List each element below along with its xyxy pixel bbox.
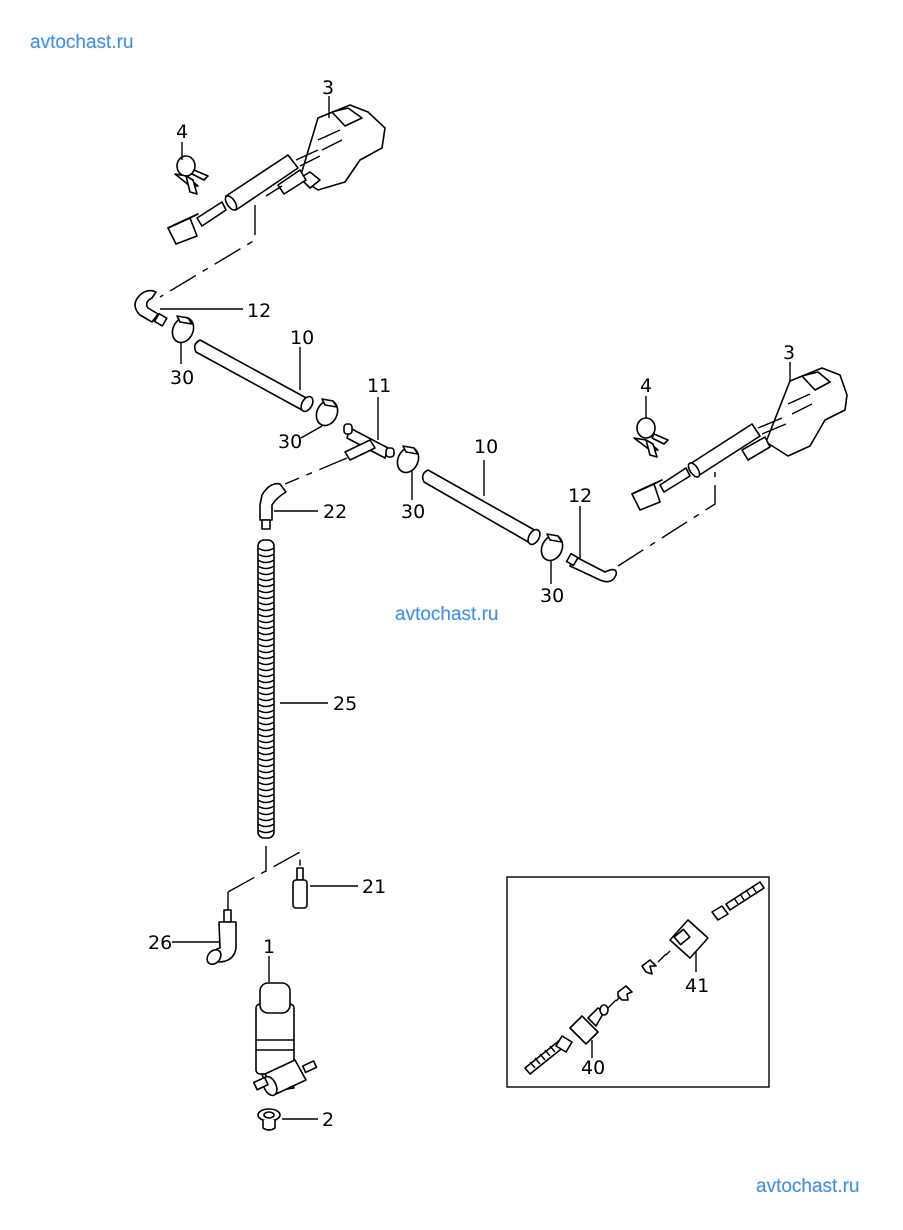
callout-21: 21: [362, 876, 386, 898]
connection-line-3: [617, 472, 716, 567]
hose-rib: [257, 577, 275, 582]
hose-rib: [257, 595, 275, 600]
hose-rib: [257, 547, 275, 552]
callout-30-2: 30: [278, 431, 302, 453]
hose-rib: [257, 805, 275, 810]
nozzle-left[interactable]: [167, 104, 386, 245]
connection-line: [159, 205, 256, 298]
hose-left[interactable]: [193, 339, 316, 413]
elbow-right[interactable]: [565, 552, 618, 583]
clamp-4[interactable]: [537, 532, 566, 564]
hose-rib: [257, 829, 275, 834]
clip-right[interactable]: [633, 417, 669, 458]
nozzle-right[interactable]: [631, 367, 848, 511]
hose-rib: [257, 709, 275, 714]
watermark-top-left: avtochast.ru: [30, 32, 134, 53]
callout-30-3: 30: [401, 501, 425, 523]
hose-rib: [257, 745, 275, 750]
callout-30-1: 30: [170, 367, 194, 389]
hose-rib: [257, 739, 275, 744]
callout-1: 1: [263, 936, 275, 958]
hose-rib: [257, 775, 275, 780]
corrugated-hose[interactable]: [257, 539, 275, 839]
hose-rib: [257, 703, 275, 708]
hose-rib: [257, 823, 275, 828]
callout-41: 41: [685, 975, 709, 997]
callout-12-right: 12: [568, 485, 592, 507]
hose-rib: [257, 799, 275, 804]
elbow-26[interactable]: [204, 909, 237, 967]
callout-25: 25: [333, 693, 357, 715]
callout-4-right: 4: [640, 375, 652, 397]
hose-rib: [257, 793, 275, 798]
callout-12-left: 12: [247, 300, 271, 322]
watermark-center: avtochast.ru: [395, 604, 499, 625]
hose-rib: [257, 697, 275, 702]
hose-rib: [257, 721, 275, 726]
callout-11: 11: [367, 375, 391, 397]
hose-rib: [257, 763, 275, 768]
hose-rib: [257, 559, 275, 564]
callout-30-4: 30: [540, 585, 564, 607]
hose-rib: [257, 691, 275, 696]
hose-rib: [257, 769, 275, 774]
hose-rib: [257, 673, 275, 678]
hose-rib: [257, 619, 275, 624]
hose-rib: [257, 757, 275, 762]
callout-40: 40: [581, 1057, 605, 1079]
clamp-3[interactable]: [393, 444, 422, 476]
tee-connector[interactable]: [343, 423, 395, 461]
hose-rib: [257, 631, 275, 636]
elbow-22[interactable]: [259, 482, 287, 530]
hose-right[interactable]: [421, 469, 543, 546]
clip-left[interactable]: [174, 155, 209, 195]
hose-rib: [257, 643, 275, 648]
callout-22: 22: [323, 501, 347, 523]
hose-rib: [257, 607, 275, 612]
callout-4-left: 4: [176, 121, 188, 143]
callout-10-right: 10: [474, 436, 498, 458]
clamp-2[interactable]: [312, 397, 341, 429]
connector-21[interactable]: [292, 867, 308, 909]
callout-2: 2: [322, 1109, 334, 1131]
hose-rib: [257, 571, 275, 576]
callout-10-left: 10: [290, 327, 314, 349]
callout-3-right: 3: [783, 342, 795, 364]
hose-rib: [257, 679, 275, 684]
hose-rib: [257, 727, 275, 732]
hose-rib: [257, 733, 275, 738]
hose-rib: [257, 817, 275, 822]
elbow-left[interactable]: [134, 289, 168, 327]
hose-rib: [257, 781, 275, 786]
hose-rib: [257, 811, 275, 816]
hose-rib: [257, 787, 275, 792]
hose-rib: [257, 685, 275, 690]
callout-3-left: 3: [322, 77, 334, 99]
hose-rib: [257, 715, 275, 720]
hose-rib: [257, 601, 275, 606]
inset-connector-40[interactable]: [524, 985, 633, 1075]
clamp-1[interactable]: [168, 314, 197, 346]
connection-line-4: [227, 846, 301, 893]
hose-rib: [257, 751, 275, 756]
hose-rib: [257, 637, 275, 642]
hose-rib: [257, 613, 275, 618]
callout-26: 26: [148, 932, 172, 954]
hose-rib: [257, 565, 275, 570]
hose-rib: [257, 625, 275, 630]
hose-rib: [257, 667, 275, 672]
hose-rib: [257, 589, 275, 594]
washer-pump[interactable]: [252, 982, 318, 1098]
leader-30-2: [300, 425, 323, 439]
watermark-bottom-right: avtochast.ru: [756, 1176, 860, 1197]
hose-rib: [257, 583, 275, 588]
connection-line-2: [284, 457, 348, 485]
grommet[interactable]: [257, 1108, 281, 1131]
hose-rib: [257, 553, 275, 558]
hose-rib: [257, 655, 275, 660]
inset-connector-41[interactable]: [641, 881, 765, 975]
hose-rib: [257, 661, 275, 666]
hose-rib: [257, 649, 275, 654]
